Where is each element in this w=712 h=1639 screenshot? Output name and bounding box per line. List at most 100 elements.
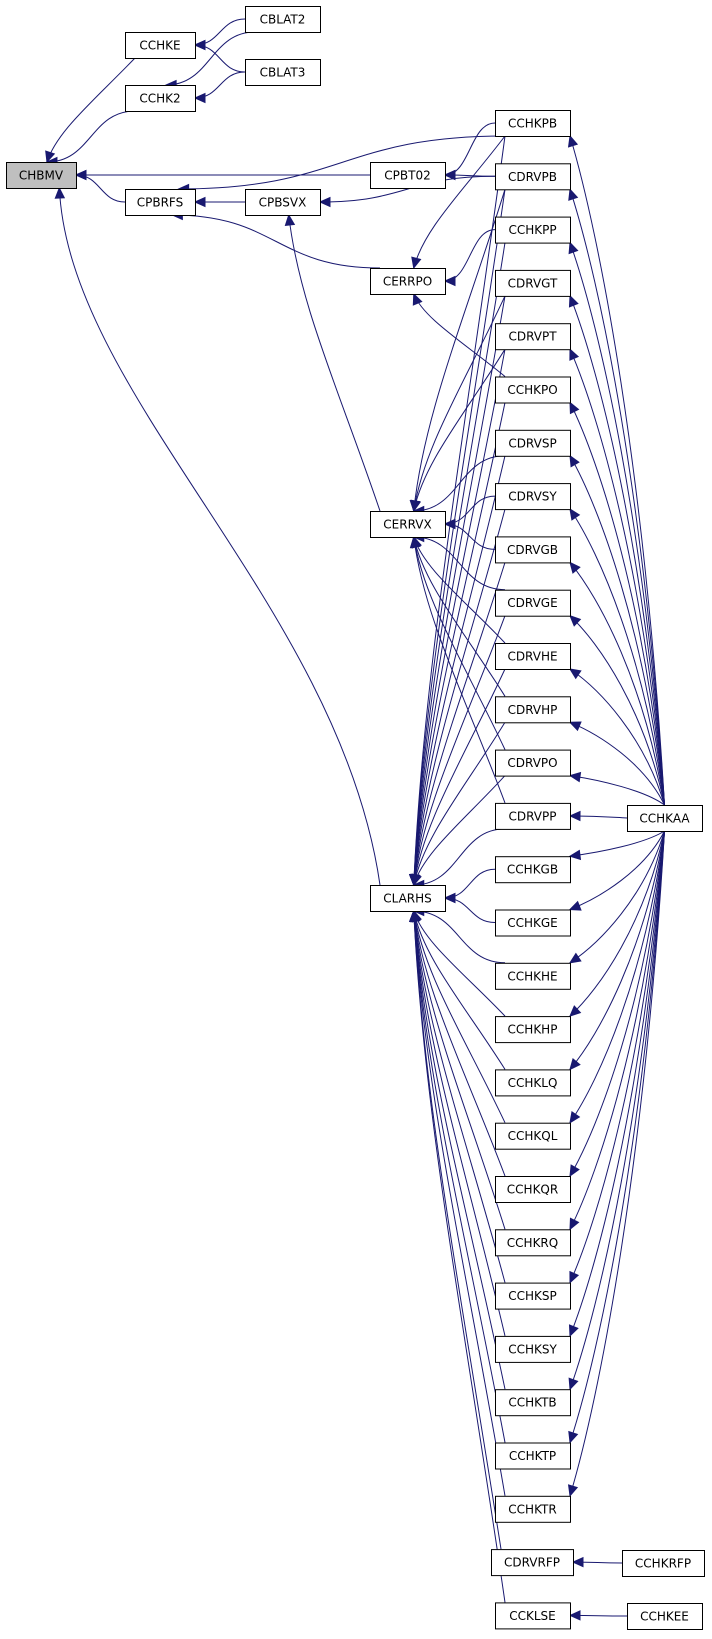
node-cchktr[interactable]: CCHKTR — [495, 1495, 571, 1523]
node-cdrvpt[interactable]: CDRVPT — [495, 323, 571, 351]
node-cchktb[interactable]: CCHKTB — [495, 1389, 571, 1417]
node-cpbt02[interactable]: CPBT02 — [370, 162, 446, 189]
node-cchkee[interactable]: CCHKEE — [627, 1603, 703, 1630]
node-box[interactable] — [495, 749, 571, 777]
node-label: CCHKEE — [640, 1610, 689, 1624]
node-box[interactable] — [495, 1389, 571, 1417]
node-box[interactable] — [370, 511, 446, 538]
node-box[interactable] — [495, 643, 571, 670]
node-box[interactable] — [495, 269, 571, 297]
node-box[interactable] — [495, 1495, 571, 1523]
node-cchkpb[interactable]: CCHKPB — [495, 110, 571, 137]
node-box[interactable] — [495, 376, 571, 404]
node-cchkrq[interactable]: CCHKRQ — [495, 1229, 571, 1257]
node-box[interactable] — [491, 1549, 574, 1577]
node-cblat2[interactable]: CBLAT2 — [245, 6, 321, 33]
edge-line — [569, 830, 665, 1230]
node-cchktp[interactable]: CCHKTP — [495, 1442, 571, 1470]
node-box[interactable] — [495, 696, 571, 724]
node-box[interactable] — [370, 162, 446, 189]
node-box[interactable] — [495, 909, 571, 937]
node-cdrvhp[interactable]: CDRVHP — [495, 696, 571, 724]
node-cerrvx[interactable]: CERRVX — [370, 511, 446, 538]
node-label: CCHKQR — [507, 1183, 558, 1197]
node-box[interactable] — [495, 1069, 571, 1097]
node-box[interactable] — [495, 163, 571, 191]
node-cchkhe[interactable]: CCHKHE — [495, 962, 571, 990]
node-cchk2[interactable]: CCHK2 — [125, 85, 196, 112]
edge-line — [444, 122, 496, 176]
node-box[interactable] — [495, 1602, 571, 1630]
node-cchkaa[interactable]: CCHKAA — [627, 805, 703, 832]
node-ccklse[interactable]: CCKLSE — [495, 1602, 571, 1630]
node-box[interactable] — [495, 483, 571, 511]
node-box[interactable] — [495, 429, 571, 457]
edge-line — [569, 830, 665, 1337]
node-cchksy[interactable]: CCHKSY — [495, 1335, 571, 1363]
node-box[interactable] — [495, 1282, 571, 1310]
node-cchklq[interactable]: CCHKLQ — [495, 1069, 571, 1097]
node-box[interactable] — [245, 6, 321, 33]
node-cdrvsy[interactable]: CDRVSY — [495, 483, 571, 511]
node-cdrvrfp[interactable]: CDRVRFP — [491, 1549, 574, 1577]
edge-cdrvpb-to-cpbsvx — [318, 175, 496, 208]
node-box[interactable] — [627, 1603, 703, 1630]
node-cchkpp[interactable]: CCHKPP — [495, 216, 571, 244]
node-cchke[interactable]: CCHKE — [125, 32, 196, 59]
node-box[interactable] — [622, 1550, 705, 1577]
node-box[interactable] — [245, 189, 321, 216]
node-cdrvpo[interactable]: CDRVPO — [495, 749, 571, 777]
node-box[interactable] — [627, 805, 703, 832]
node-cchkge[interactable]: CCHKGE — [495, 909, 571, 937]
node-box[interactable] — [125, 85, 196, 112]
node-cchkgb[interactable]: CCHKGB — [495, 856, 571, 884]
edge-clarhs-to-chbmv — [54, 186, 381, 886]
edge-cchkaa-to-cchkql — [569, 830, 665, 1124]
node-box[interactable] — [245, 59, 321, 86]
node-cpbsvx[interactable]: CPBSVX — [245, 189, 321, 216]
node-box[interactable] — [495, 536, 571, 564]
node-cchkpo[interactable]: CCHKPO — [495, 376, 571, 404]
node-box[interactable] — [6, 162, 77, 189]
node-box[interactable] — [495, 1016, 571, 1044]
node-box[interactable] — [495, 216, 571, 244]
node-box[interactable] — [370, 268, 446, 295]
arrowhead-icon — [568, 668, 582, 680]
node-clarhs[interactable]: CLARHS — [370, 885, 446, 912]
edge-cchkaa-to-cchkgb — [568, 830, 665, 861]
node-chbmv[interactable]: CHBMV — [6, 162, 77, 189]
node-box[interactable] — [495, 1122, 571, 1150]
node-box[interactable] — [495, 962, 571, 990]
node-box[interactable] — [495, 1176, 571, 1203]
node-box[interactable] — [495, 110, 571, 137]
node-box[interactable] — [125, 189, 196, 216]
edge-line — [413, 722, 506, 886]
node-cdrvge[interactable]: CDRVGE — [495, 589, 571, 617]
node-cchkrfp[interactable]: CCHKRFP — [622, 1550, 705, 1577]
node-box[interactable] — [495, 1229, 571, 1257]
node-cdrvpp[interactable]: CDRVPP — [495, 802, 571, 830]
node-cerrpo[interactable]: CERRPO — [370, 268, 446, 295]
node-box[interactable] — [495, 856, 571, 884]
node-cdrvhe[interactable]: CDRVHE — [495, 643, 571, 670]
node-cpbrfs[interactable]: CPBRFS — [125, 189, 196, 216]
node-cchkhp[interactable]: CCHKHP — [495, 1016, 571, 1044]
edge-cchkaa-to-cdrvsp — [569, 454, 665, 806]
node-cchkqr[interactable]: CCHKQR — [495, 1176, 571, 1203]
node-cchkql[interactable]: CCHKQL — [495, 1122, 571, 1150]
edge-line — [319, 175, 496, 203]
node-cdrvpb[interactable]: CDRVPB — [495, 163, 571, 191]
edge-line — [46, 110, 136, 163]
node-box[interactable] — [370, 885, 446, 912]
node-box[interactable] — [125, 32, 196, 59]
node-box[interactable] — [495, 1335, 571, 1363]
node-box[interactable] — [495, 802, 571, 830]
node-cdrvgt[interactable]: CDRVGT — [495, 269, 571, 297]
node-box[interactable] — [495, 589, 571, 617]
node-box[interactable] — [495, 1442, 571, 1470]
node-cblat3[interactable]: CBLAT3 — [245, 59, 321, 86]
node-cchksp[interactable]: CCHKSP — [495, 1282, 571, 1310]
node-cdrvsp[interactable]: CDRVSP — [495, 429, 571, 457]
node-cdrvgb[interactable]: CDRVGB — [495, 536, 571, 564]
node-box[interactable] — [495, 323, 571, 351]
